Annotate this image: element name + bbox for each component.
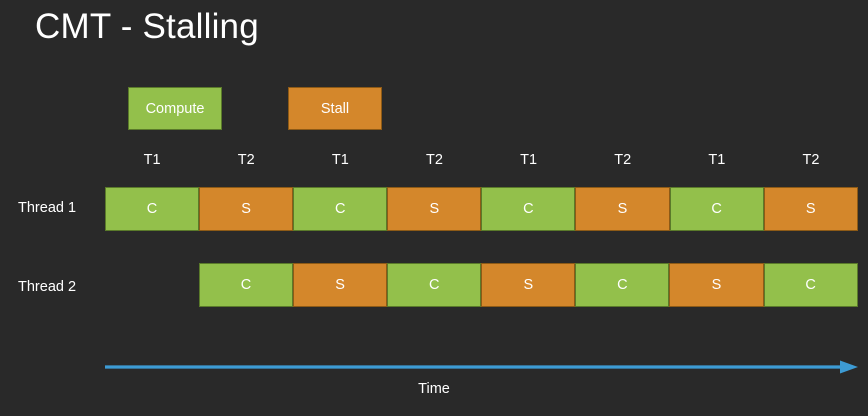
timeline-column-headers: T1 T2 T1 T2 T1 T2 T1 T2 [105,150,858,170]
timeline-cell: S [481,263,576,307]
timeline-cell: C [199,263,294,307]
column-header: T2 [237,152,255,168]
column-header: T2 [425,152,443,168]
timeline-cell: C [481,187,576,231]
thread-2-track: C S C S C S C [199,263,858,307]
legend-label-compute: Compute [145,100,205,117]
column-header: T1 [708,152,726,168]
timeline-cell: S [669,263,764,307]
time-axis-arrow [105,358,858,378]
timeline-cell: S [575,187,670,231]
column-header: T1 [143,152,161,168]
legend-item-stall: Stall [288,87,382,130]
thread-1-label: Thread 1 [18,200,77,216]
legend-item-compute: Compute [128,87,222,130]
column-header: T2 [614,152,632,168]
timeline-cell: C [293,187,388,231]
legend: Compute Stall [0,87,868,131]
thread-2-label: Thread 2 [18,279,77,295]
timeline-cell: C [575,263,670,307]
timeline-cell: C [387,263,482,307]
page-title: CMT - Stalling [35,7,259,46]
timeline-cell: S [763,187,858,231]
time-axis-label: Time [418,381,450,397]
column-header: T1 [331,152,349,168]
timeline-cell: S [293,263,388,307]
timeline-cell: C [763,263,858,307]
column-header: T2 [802,152,820,168]
timeline-cell: C [669,187,764,231]
timeline-cell: S [387,187,482,231]
thread-1-track: C S C S C S C S [105,187,858,231]
column-header: T1 [520,152,538,168]
legend-label-stall: Stall [320,100,350,117]
timeline-cell: S [199,187,294,231]
timeline-cell: C [105,187,200,231]
